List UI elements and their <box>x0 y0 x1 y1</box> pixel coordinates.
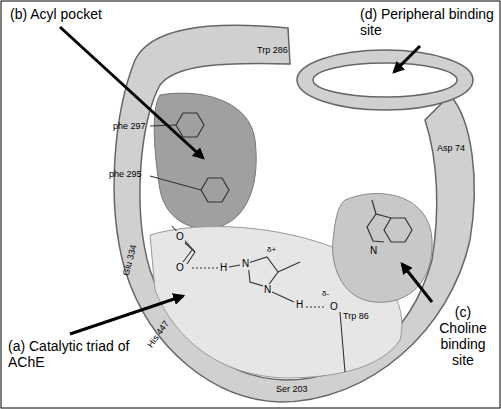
atom-label: O <box>175 262 185 274</box>
atom-label: N <box>369 245 378 257</box>
residue-label: Asp 74 <box>437 143 465 153</box>
callout-label: (b) Acyl pocket <box>10 6 102 22</box>
atom-label: H <box>219 262 228 274</box>
callout-label: (c) Choline binding site <box>432 304 494 368</box>
peripheral-ring-inner <box>313 63 457 97</box>
indole-ring <box>367 200 412 242</box>
atom-label: N <box>241 258 250 270</box>
atom-label: H <box>295 299 304 311</box>
gorge-wall <box>114 25 474 402</box>
callout-label: (d) Peripheral binding site <box>360 6 495 38</box>
atom-label: O <box>175 231 185 243</box>
residue-label: Trp 86 <box>343 311 369 321</box>
choline-site <box>333 193 432 302</box>
triad-structure <box>172 226 345 372</box>
charge-label: δ- <box>321 289 330 298</box>
residue-label: Ser 203 <box>276 384 308 394</box>
phenyl-rings <box>150 113 229 202</box>
atom-label: N <box>263 284 272 296</box>
acyl-pocket <box>154 93 256 228</box>
residue-label: phe 295 <box>109 169 142 179</box>
residue-label: phe 297 <box>113 121 146 131</box>
callout-arrows <box>60 27 432 334</box>
residue-label: Trp 286 <box>257 45 288 55</box>
callout-label: (a) Catalytic triad of AChE <box>8 338 133 370</box>
atom-label: O <box>329 301 339 313</box>
charge-label: δ+ <box>266 245 277 254</box>
peripheral-ring <box>297 50 473 110</box>
